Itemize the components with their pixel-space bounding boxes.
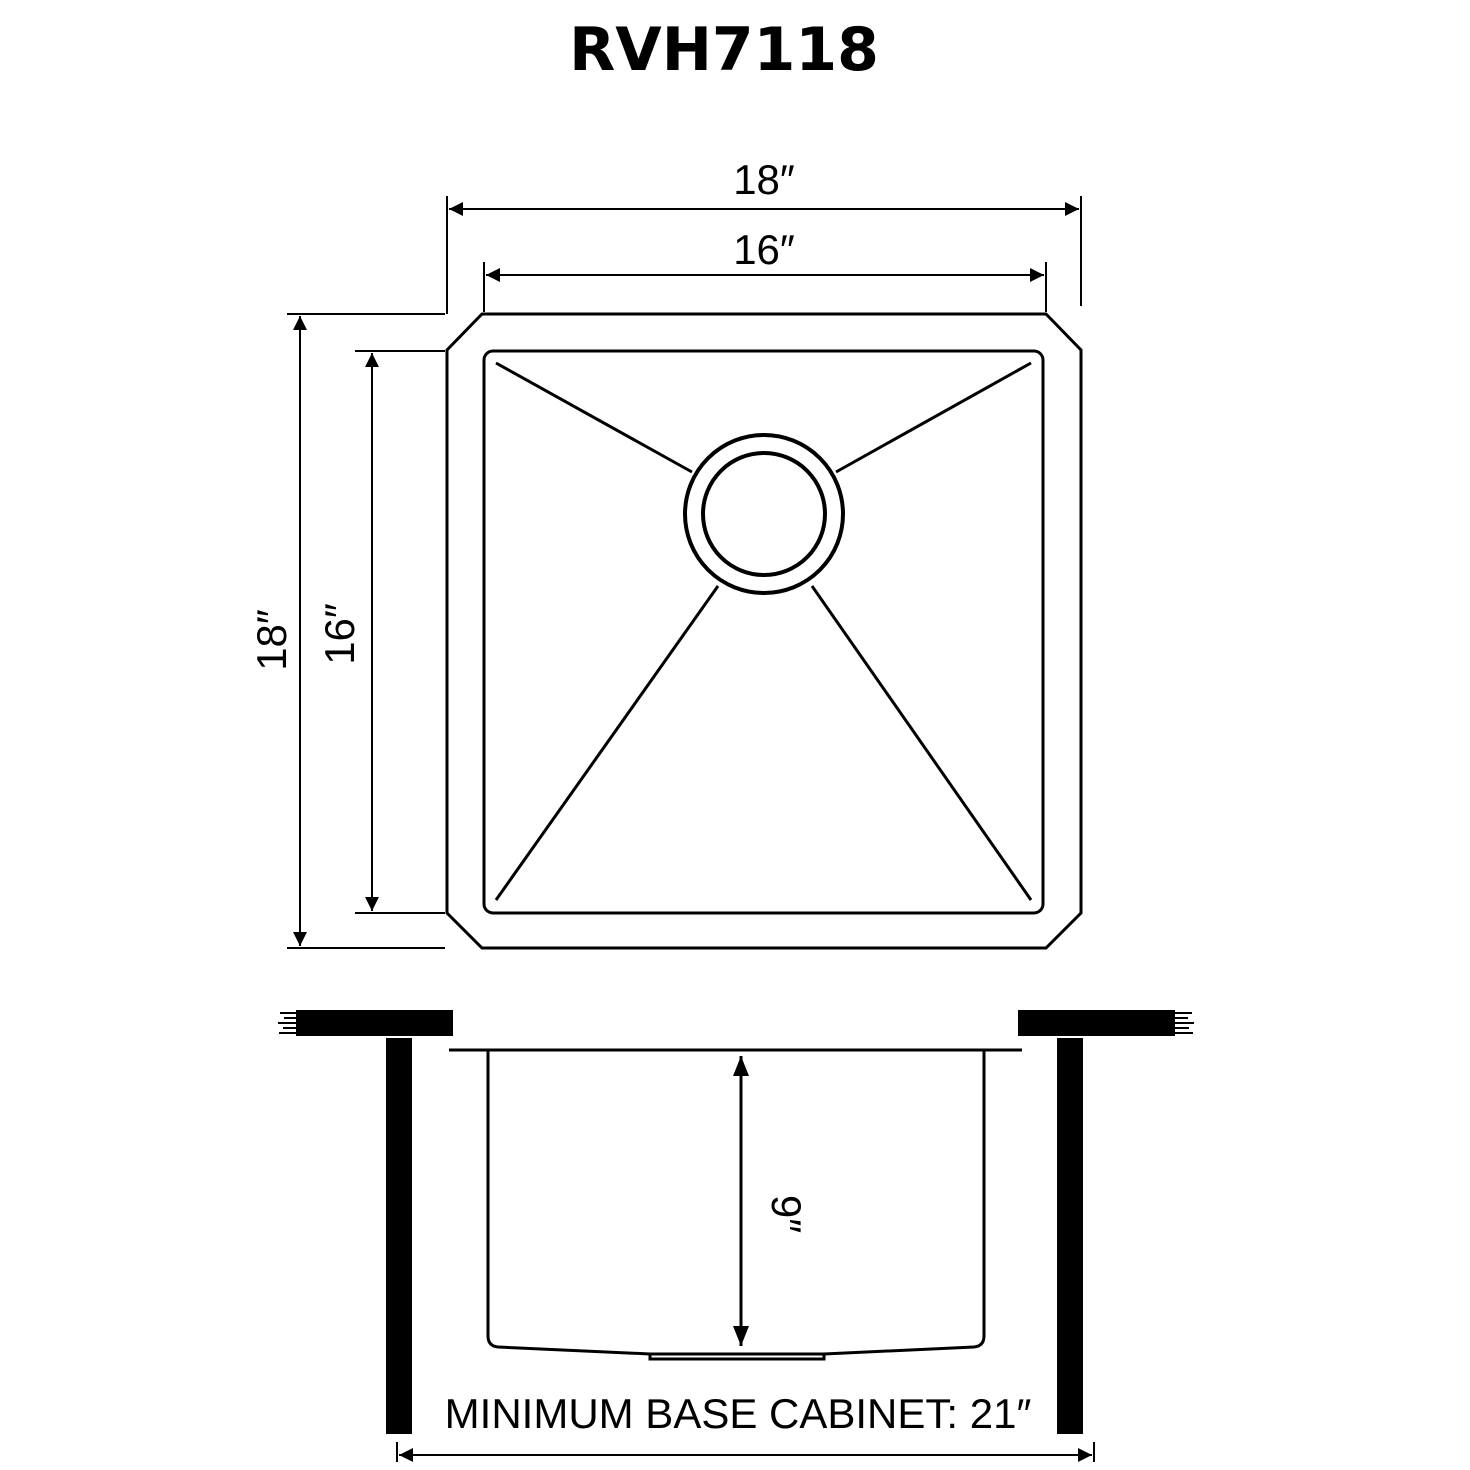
inner-width-label: 16″	[733, 226, 795, 273]
minimum-cabinet-label: MINIMUM BASE CABINET: 21″	[445, 1390, 1032, 1437]
side-view: 9″ MINIMUM BASE CABINET: 21″	[278, 1010, 1194, 1462]
outer-width-label: 18″	[733, 156, 795, 203]
bowl-slope-line	[810, 585, 1033, 901]
inner-depth-label: 16″	[316, 603, 363, 665]
countertop-break-right	[1170, 1012, 1194, 1034]
countertop-right	[1018, 1010, 1175, 1036]
drain-fitting	[648, 1352, 826, 1361]
outer-depth-label: 18″	[248, 609, 295, 671]
bowl-slope-line	[495, 361, 693, 474]
bowl-depth-label: 9″	[763, 1195, 810, 1233]
model-title: RVH7118	[569, 15, 879, 85]
bowl-slope-line	[494, 585, 720, 901]
drain-inner	[701, 451, 827, 577]
countertop-left	[296, 1010, 453, 1036]
cabinet-wall-left	[386, 1038, 412, 1434]
drain-outer	[683, 433, 845, 595]
sink-bowl-profile	[486, 1050, 986, 1356]
bowl-slope-line	[835, 361, 1032, 474]
countertop-break-left	[278, 1012, 300, 1034]
top-view: 18″ 16″ 18″ 16″	[248, 156, 1083, 950]
sink-outer-rim	[445, 312, 1083, 950]
cabinet-wall-right	[1057, 1038, 1083, 1434]
sink-bowl-outline	[482, 349, 1045, 915]
